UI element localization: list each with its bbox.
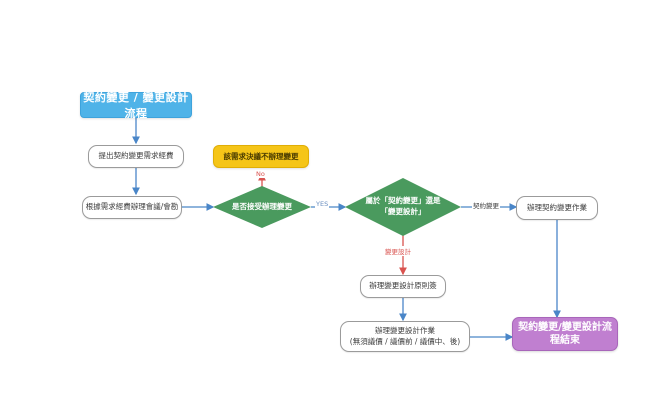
design-work-node[interactable]: 辦理變更設計作業 (無須議價 / 議價前 / 議價中、後) (340, 321, 470, 352)
diamond-shape-icon (345, 178, 461, 236)
end-node-label-line1: 契約變更/變更設計流 (518, 322, 612, 333)
meeting-node-label: 根據需求經費辦理會議/會勘 (85, 202, 179, 212)
design-principle-node[interactable]: 辦理變更設計原則簽 (360, 275, 446, 298)
edge-label-yes: YES (315, 200, 330, 208)
reject-note-node[interactable]: 該需求決議不辦理變更 (213, 145, 309, 168)
design-work-label-line2: (無須議價 / 議價前 / 議價中、後) (349, 336, 461, 346)
design-principle-label: 辦理變更設計原則簽 (369, 281, 437, 291)
request-node-label: 提出契約變更需求經費 (98, 151, 174, 161)
meeting-node[interactable]: 根據需求經費辦理會議/會勘 (82, 196, 182, 219)
contract-change-work-node[interactable]: 辦理契約變更作業 (516, 196, 598, 220)
end-node-label: 契約變更/變更設計流 程結束 (518, 321, 612, 347)
edge-label-contract-change: 契約變更 (472, 200, 500, 210)
edge-label-no: No (255, 170, 266, 178)
edge-label-design-change: 變更設計 (384, 246, 412, 256)
contract-change-work-label: 辦理契約變更作業 (527, 202, 587, 212)
start-node-label: 契約變更 / 變更設計流程 (83, 91, 189, 120)
type-decision-node[interactable]: 屬於「契約變更」還是 「變更設計」 (345, 178, 461, 236)
design-work-label: 辦理變更設計作業 (無須議價 / 議價前 / 議價中、後) (350, 326, 460, 348)
diamond-shape-icon (213, 186, 311, 228)
reject-note-label: 該需求決議不辦理變更 (223, 152, 299, 161)
end-node[interactable]: 契約變更/變更設計流 程結束 (512, 317, 618, 351)
start-node[interactable]: 契約變更 / 變更設計流程 (80, 91, 192, 120)
accept-decision-node[interactable]: 是否接受辦理變更 (213, 186, 311, 228)
end-node-label-line2: 程結束 (550, 335, 580, 346)
design-work-label-line1: 辦理變更設計作業 (374, 325, 435, 335)
request-node[interactable]: 提出契約變更需求經費 (88, 145, 184, 168)
